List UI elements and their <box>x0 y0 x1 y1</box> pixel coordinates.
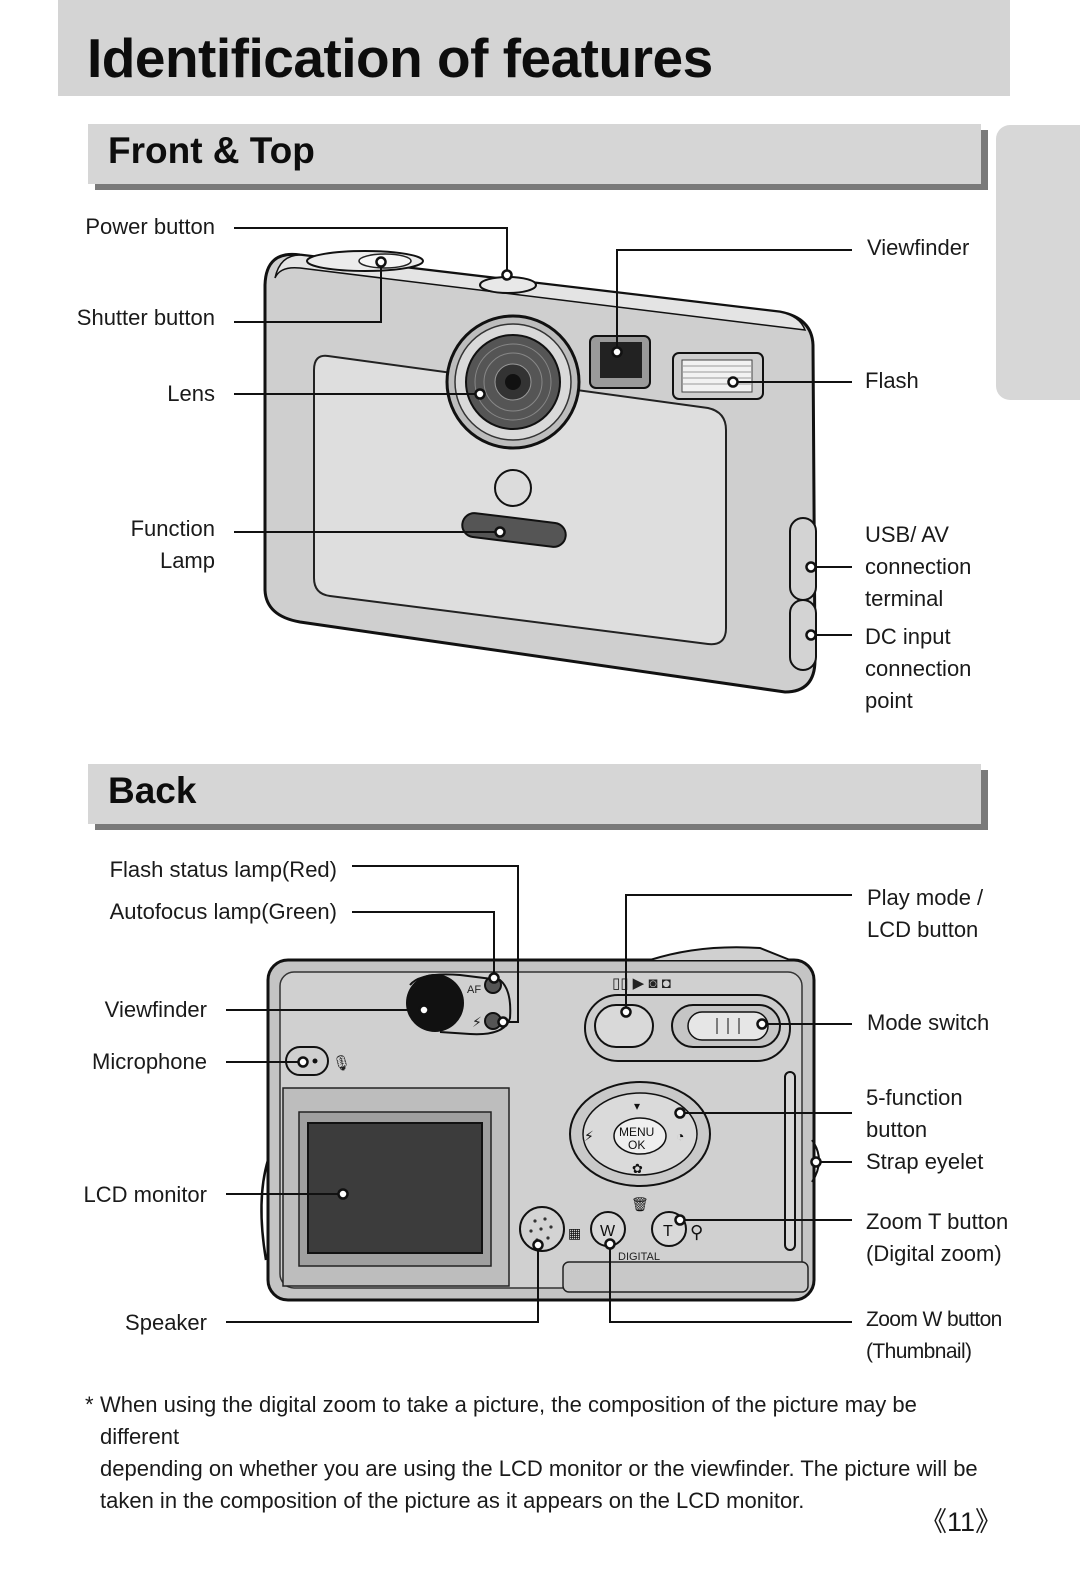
sensor-circle <box>494 469 532 507</box>
label-strap-eyelet: Strap eyelet <box>866 1149 984 1174</box>
side-tab <box>996 125 1080 400</box>
flash-icon: ⚡ <box>584 1128 594 1144</box>
back-leader-lines <box>226 865 852 1323</box>
label-dc-input-2: connection <box>865 656 972 681</box>
footnote-line-3: taken in the composition of the picture … <box>100 1488 805 1513</box>
label-function-lamp-2: Lamp <box>159 548 215 573</box>
shutter-button-shape <box>306 250 424 272</box>
self-timer-icon: ◔ <box>676 1128 684 1144</box>
footnote-line-1: When using the digital zoom to take a pi… <box>100 1392 917 1449</box>
strap-eyelet-slot <box>784 1071 796 1251</box>
label-play-mode-2: LCD button <box>867 917 979 942</box>
label-usb-av-3: terminal <box>865 586 944 611</box>
section-title-back: Back <box>108 770 197 811</box>
label-mode-switch: Mode switch <box>867 1010 990 1035</box>
page-number: 《11》 <box>920 1507 1003 1537</box>
viewfinder-eyepiece <box>406 973 512 1036</box>
footnote: * When using the digital zoom to take a … <box>85 1389 985 1517</box>
label-usb-av-2: connection <box>865 554 972 579</box>
thumbnail-icon: ▦ <box>568 1225 581 1241</box>
footnote-line-2: depending on whether you are using the L… <box>100 1456 978 1481</box>
w-marking: W <box>600 1223 616 1240</box>
flash-window <box>672 352 764 400</box>
section-bar-front-top: Front & Top <box>88 124 981 184</box>
label-zoom-t-1: Zoom T button <box>866 1209 1009 1234</box>
footnote-marker: * <box>85 1392 94 1417</box>
label-lcd-monitor: LCD monitor <box>83 1182 207 1207</box>
page-header-bar <box>58 0 1010 96</box>
af-marking: AF <box>467 984 481 996</box>
section-bar-back: Back <box>88 764 981 824</box>
delete-icon: 🗑 <box>631 1196 649 1212</box>
label-five-function-1: 5-function <box>866 1085 963 1110</box>
camera-body-front <box>263 252 817 694</box>
back-leader-dots <box>297 972 822 1251</box>
five-function-pad <box>569 1081 711 1187</box>
section-title-front-top: Front & Top <box>108 130 315 171</box>
front-leader-dots <box>375 256 817 641</box>
lens-shape <box>445 314 581 450</box>
label-zoom-w-1: Zoom W button <box>866 1308 1002 1331</box>
back-camera-illustration: AF ⚡ 🎙 ▯▯ ▶ ◙ ◘ MENU OK ▾ ✿ ⚡ ◔ 🗑 <box>226 865 852 1323</box>
label-viewfinder-front: Viewfinder <box>867 235 970 260</box>
label-dc-input-1: DC input <box>865 624 951 649</box>
label-lens: Lens <box>167 381 215 406</box>
mode-icons-strip: ▯▯ ▶ ◙ ◘ <box>612 975 671 992</box>
label-speaker: Speaker <box>125 1310 207 1335</box>
digital-marking: DIGITAL <box>618 1251 660 1263</box>
front-leader-lines <box>234 227 852 636</box>
label-autofocus-lamp: Autofocus lamp(Green) <box>109 899 337 924</box>
viewfinder-window-front <box>589 335 651 389</box>
label-shutter-button: Shutter button <box>76 305 215 330</box>
t-marking: T <box>663 1223 673 1240</box>
label-flash-status-lamp: Flash status lamp(Red) <box>109 857 337 882</box>
zoom-magnifier-icon: ⚲ <box>690 1222 703 1242</box>
label-microphone: Microphone <box>92 1049 207 1074</box>
voice-icon: ▾ <box>634 1099 640 1113</box>
label-play-mode-1: Play mode / <box>867 885 984 910</box>
front-camera-illustration <box>234 227 852 694</box>
label-five-function-2: button <box>866 1117 928 1142</box>
menu-marking: MENU <box>619 1125 654 1139</box>
lcd-monitor-shape <box>282 1087 510 1287</box>
microphone-icon: 🎙 <box>332 1055 351 1072</box>
macro-icon: ✿ <box>632 1161 643 1176</box>
play-mode-switch-housing <box>584 994 791 1062</box>
label-function-lamp-1: Function <box>130 516 215 541</box>
speaker-grille <box>519 1206 565 1252</box>
label-usb-av-1: USB/ AV <box>865 522 949 547</box>
label-zoom-t-2: (Digital zoom) <box>866 1241 1002 1266</box>
label-power-button: Power button <box>85 214 215 239</box>
label-dc-input-3: point <box>865 688 913 713</box>
page-title: Identification of features <box>87 27 713 89</box>
label-viewfinder-back: Viewfinder <box>104 997 207 1022</box>
ok-marking: OK <box>628 1138 645 1152</box>
side-terminals <box>789 517 817 671</box>
label-zoom-w-2: (Thumbnail) <box>866 1340 972 1363</box>
flash-lamp-bolt-icon: ⚡ <box>472 1014 482 1030</box>
function-lamp-shape <box>461 512 567 548</box>
label-flash: Flash <box>865 368 919 393</box>
